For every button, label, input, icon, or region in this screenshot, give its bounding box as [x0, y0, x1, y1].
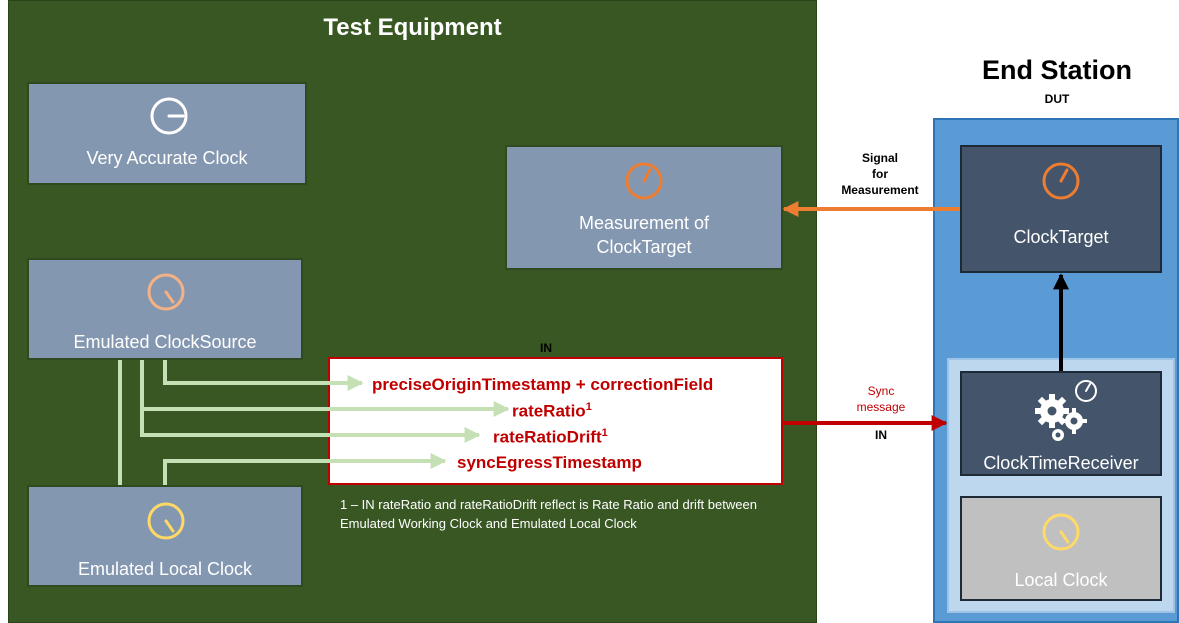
- field-rate-ratio-drift: rateRatioDrift1: [493, 427, 608, 447]
- end-station-title: End Station: [982, 55, 1132, 85]
- end-station-subtitle: DUT: [1044, 92, 1070, 106]
- signal-for-measurement-label: Signal for Measurement: [841, 151, 919, 197]
- local-clock-box: Local Clock: [960, 496, 1162, 601]
- message-in-label: IN: [540, 341, 552, 355]
- clock-time-receiver-box: ClockTimeReceiver: [960, 371, 1162, 476]
- clock-target-label: ClockTarget: [1013, 227, 1109, 247]
- field-rate-ratio: rateRatio1: [512, 401, 592, 421]
- orange-clock-icon: [625, 162, 663, 200]
- white-clock-icon: [150, 97, 188, 135]
- sync-message-fields-box: preciseOriginTimestamp + correctionField…: [328, 357, 783, 485]
- emulated-clocksource-label: Emulated ClockSource: [73, 332, 257, 352]
- measurement-box: Measurement of ClockTarget: [505, 145, 783, 270]
- orange-clock-icon: [1042, 162, 1080, 200]
- field-sync-egress-timestamp: syncEgressTimestamp: [457, 453, 642, 472]
- sync-message-label: Sync message: [856, 384, 906, 414]
- connector-precise-origin: [163, 360, 364, 391]
- local-clock-label: Local Clock: [1014, 570, 1108, 590]
- connector-sync-egress: [163, 453, 447, 485]
- measurement-label-line2: ClockTarget: [596, 237, 692, 257]
- sync-in-label: IN: [875, 428, 887, 442]
- measurement-label-line1: Measurement of: [578, 213, 710, 233]
- yellow-clock-icon: [147, 502, 185, 540]
- test-equipment-title: Test Equipment: [323, 14, 502, 41]
- very-accurate-clock-box: Very Accurate Clock: [27, 82, 307, 185]
- field-precise-origin-timestamp: preciseOriginTimestamp + correctionField: [372, 375, 714, 394]
- clock-time-receiver-label: ClockTimeReceiver: [983, 453, 1139, 473]
- emulated-clocksource-box: Emulated ClockSource: [27, 258, 303, 360]
- clock-target-box: ClockTarget: [960, 145, 1162, 273]
- yellow-clock-icon: [1042, 513, 1080, 551]
- footnote: 1 – IN rateRatio and rateRatioDrift refl…: [340, 497, 757, 531]
- peach-clock-icon: [147, 273, 185, 311]
- very-accurate-clock-label: Very Accurate Clock: [86, 148, 248, 168]
- gears-icon: [1035, 380, 1097, 441]
- emulated-local-clock-box: Emulated Local Clock: [27, 485, 303, 587]
- emulated-local-clock-label: Emulated Local Clock: [77, 559, 253, 579]
- connector-rate-ratio-drift: [140, 409, 481, 443]
